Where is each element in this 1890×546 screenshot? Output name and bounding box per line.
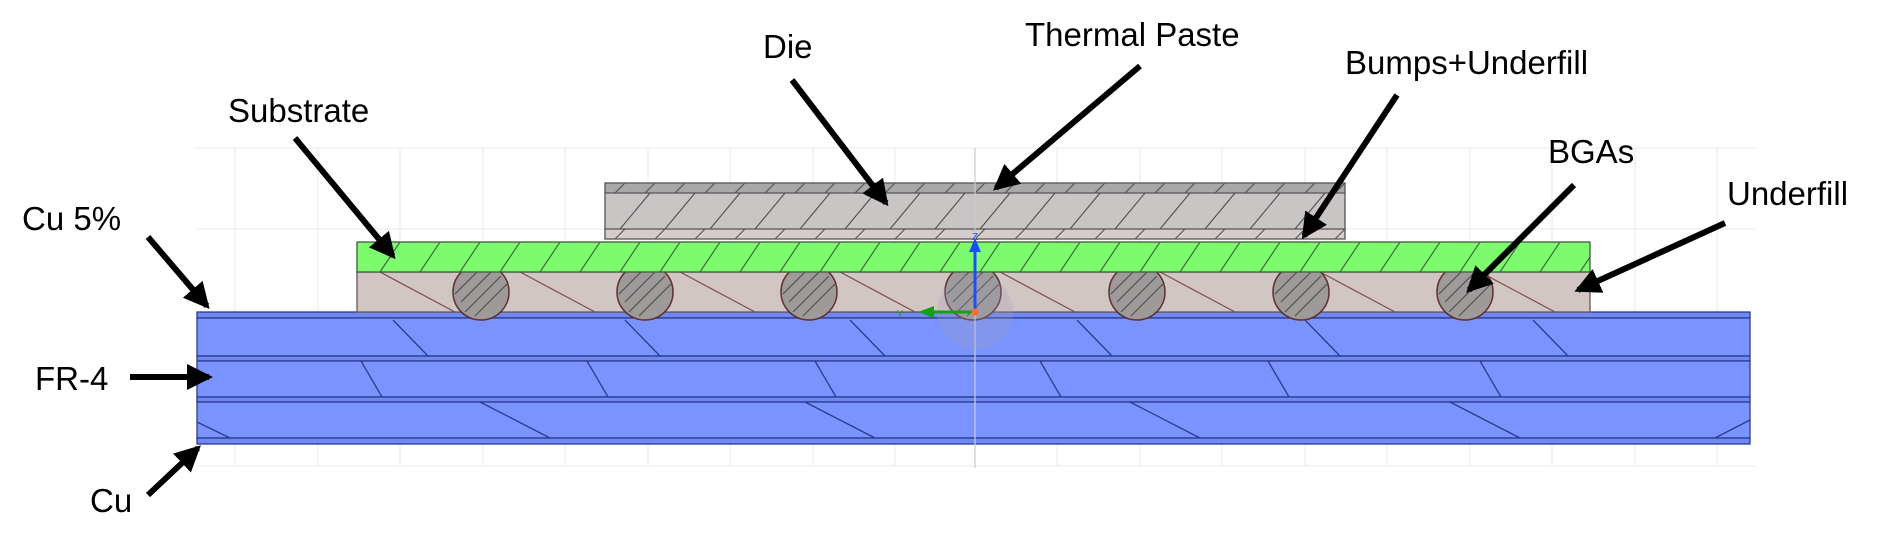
bga-ball [616, 263, 674, 321]
fr4-layer-upper [196, 317, 1751, 357]
substrate-arrow [292, 136, 396, 260]
substrate-label: Substrate [228, 92, 369, 129]
y-axis-label: Y [897, 309, 904, 320]
fr4-layer-lower [196, 401, 1751, 439]
cu-arrow [145, 445, 201, 498]
bga-ball [780, 263, 838, 321]
z-axis-label: Z [972, 232, 978, 243]
cu-5pct-arrow [145, 235, 210, 310]
underfill-arrow [1574, 220, 1727, 293]
die-arrow [789, 78, 889, 207]
callout-labels: Die Thermal Paste Bumps+Underfill Substr… [22, 16, 1848, 519]
callout-arrows [130, 63, 1727, 498]
coordinate-triad: Z Y [897, 148, 1013, 468]
cu-5pct-label: Cu 5% [22, 200, 121, 237]
cu-lower-layer [196, 396, 1751, 403]
thermal-paste-label: Thermal Paste [1025, 16, 1240, 53]
pcb-board [196, 311, 1751, 445]
bumps-underfill-label: Bumps+Underfill [1345, 44, 1588, 81]
thermal-paste-arrow [992, 63, 1142, 191]
underfill-label: Underfill [1727, 175, 1848, 212]
cu-bottom-layer [196, 437, 1751, 445]
fr4-layer-core [196, 360, 1751, 398]
bumps-underfill-arrow [1301, 93, 1400, 240]
cu-label: Cu [90, 482, 132, 519]
bgas-label: BGAs [1548, 133, 1634, 170]
bga-ball [1108, 263, 1166, 321]
bgas-arrow [1466, 182, 1577, 293]
die-label: Die [763, 28, 813, 65]
fr4-label: FR-4 [35, 360, 108, 397]
cu-middle-layer [196, 355, 1751, 362]
